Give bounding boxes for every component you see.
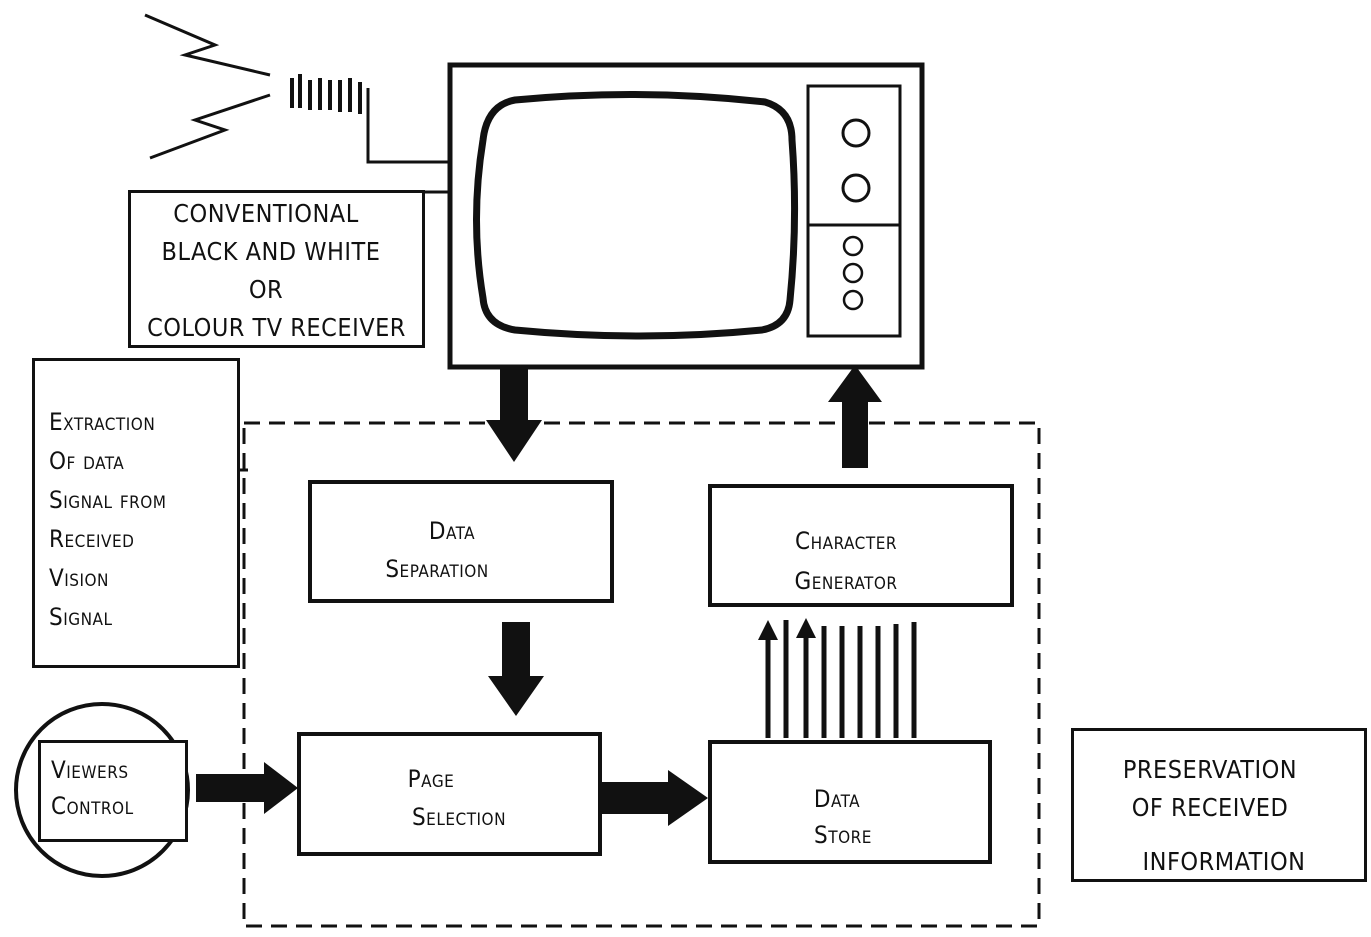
receiver-note: CONVENTIONAL BLACK AND WHITE OR COLOUR T… — [128, 190, 425, 348]
tv-control-panel — [808, 86, 900, 336]
arrow-data-separation-to-page-selection — [488, 622, 544, 716]
block-label: Separation — [312, 550, 562, 589]
block-label: Store — [712, 816, 974, 855]
block-label: Data — [312, 512, 592, 551]
extraction-note-line: Of Data — [49, 442, 124, 481]
parallel-data-bus — [768, 620, 914, 738]
data-separation-block: Data Separation — [308, 480, 614, 603]
viewers-control-block: Viewers Control — [38, 740, 188, 842]
data-store-block: Data Store — [708, 740, 992, 864]
receiver-note-line: CONVENTIONAL — [131, 195, 401, 233]
preservation-note: PRESERVATION OF RECEIVED INFORMATION — [1071, 728, 1367, 882]
block-label: Page — [301, 760, 561, 799]
block-label: Selection — [301, 798, 617, 837]
extraction-note-line: Extraction — [49, 403, 155, 442]
receiver-note-line: OR — [131, 271, 401, 309]
arrow-viewers-control-to-page-selection — [196, 762, 298, 814]
preservation-note-line: PRESERVATION — [1074, 751, 1346, 789]
page-selection-block: Page Selection — [297, 732, 602, 856]
tv-button-icon — [844, 264, 862, 282]
preservation-note-line: OF RECEIVED — [1074, 789, 1346, 827]
tv-button-icon — [844, 291, 862, 309]
extraction-note-line: Signal — [49, 598, 113, 637]
character-generator-block: Character Generator — [708, 484, 1014, 607]
arrow-tv-to-data-separation — [486, 368, 542, 462]
broadcast-signal-icon — [145, 15, 270, 75]
block-label: Control — [51, 787, 134, 826]
extraction-note-line: Signal from — [49, 481, 167, 520]
extraction-note-line: Vision — [49, 559, 109, 598]
tv-knob-icon — [843, 175, 869, 201]
receiver-note-line: BLACK AND WHITE — [131, 233, 411, 271]
block-label: Viewers — [51, 751, 129, 790]
preservation-note-line: INFORMATION — [1074, 843, 1371, 881]
extraction-note: Extraction Of Data Signal from Received … — [32, 358, 240, 668]
antenna-cable — [368, 88, 452, 162]
block-label: Generator — [712, 562, 980, 601]
arrow-character-generator-to-tv — [828, 365, 882, 468]
tv-receiver-icon — [450, 65, 922, 367]
antenna-icon — [292, 74, 360, 114]
broadcast-signal-icon-2 — [150, 95, 270, 158]
tv-screen — [477, 94, 795, 336]
block-label: Character — [712, 522, 980, 561]
block-label: Data — [712, 780, 962, 819]
tv-button-icon — [844, 237, 862, 255]
extraction-note-line: Received — [49, 520, 134, 559]
tv-knob-icon — [843, 120, 869, 146]
receiver-note-line: COLOUR TV RECEIVER — [131, 309, 422, 347]
